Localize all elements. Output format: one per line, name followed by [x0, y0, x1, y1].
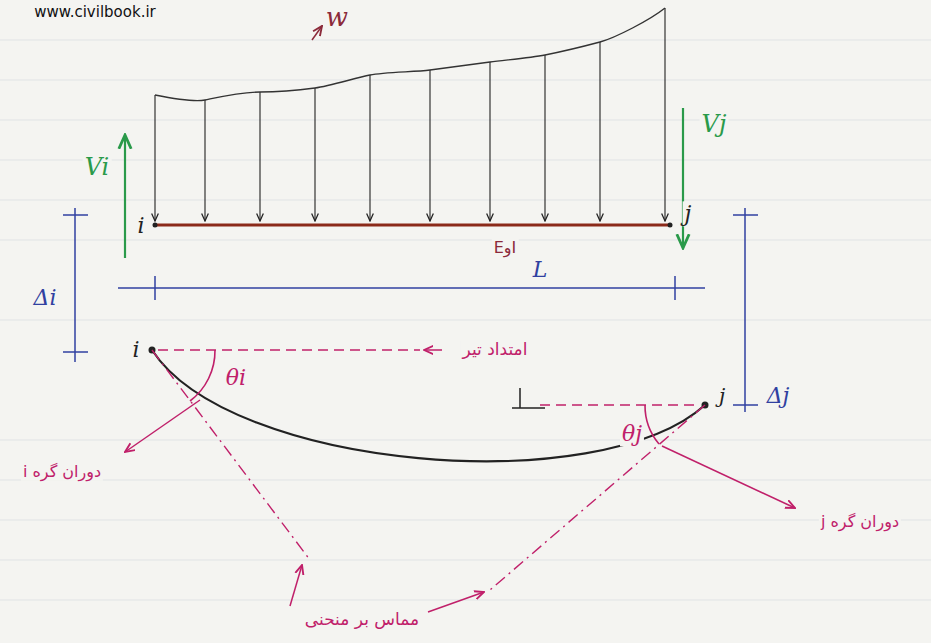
angle-arc	[190, 350, 215, 401]
reaction-label: Vi	[83, 154, 112, 182]
note-label: امتداد تیر	[461, 340, 530, 360]
ruled-paper	[0, 40, 931, 600]
watermark: www.civilbook.ir	[32, 4, 158, 21]
load-pointer	[312, 26, 322, 40]
load-symbol: w	[324, 3, 350, 33]
load-arrows	[155, 8, 665, 221]
note-label: دوران گره i	[21, 463, 103, 481]
node-dot	[153, 223, 158, 228]
node-label: j	[717, 385, 727, 408]
deflected-curve	[152, 350, 705, 461]
load-curve	[155, 8, 665, 101]
dimension-lines	[63, 208, 758, 412]
reaction-arrow	[682, 108, 684, 248]
deflection-label: Δi	[32, 285, 59, 310]
node-label: i	[130, 337, 141, 362]
angle-arc	[645, 405, 659, 444]
dimension-label: L	[531, 257, 550, 282]
node-label: i	[135, 213, 146, 238]
beam-axis-extension	[540, 404, 700, 406]
axis-tick	[512, 388, 545, 408]
note-label: مماس بر منحنی	[303, 610, 421, 630]
leader-lines	[125, 400, 795, 612]
deflection-label: Δj	[765, 383, 792, 408]
reaction-label: Vj	[700, 111, 729, 139]
reaction-arrow	[124, 135, 126, 258]
beam-axis-extension	[158, 349, 420, 351]
extension-pointer	[424, 349, 442, 351]
node-label: j	[683, 201, 694, 226]
angle-label: θj	[620, 421, 644, 446]
beam	[155, 224, 670, 227]
angle-label: θi	[224, 365, 248, 390]
section-property: EوI	[492, 239, 519, 257]
tangent-line	[152, 350, 310, 560]
tangent-line	[490, 405, 705, 590]
note-label: دوران گره j	[819, 513, 901, 531]
node-dot	[668, 223, 673, 228]
